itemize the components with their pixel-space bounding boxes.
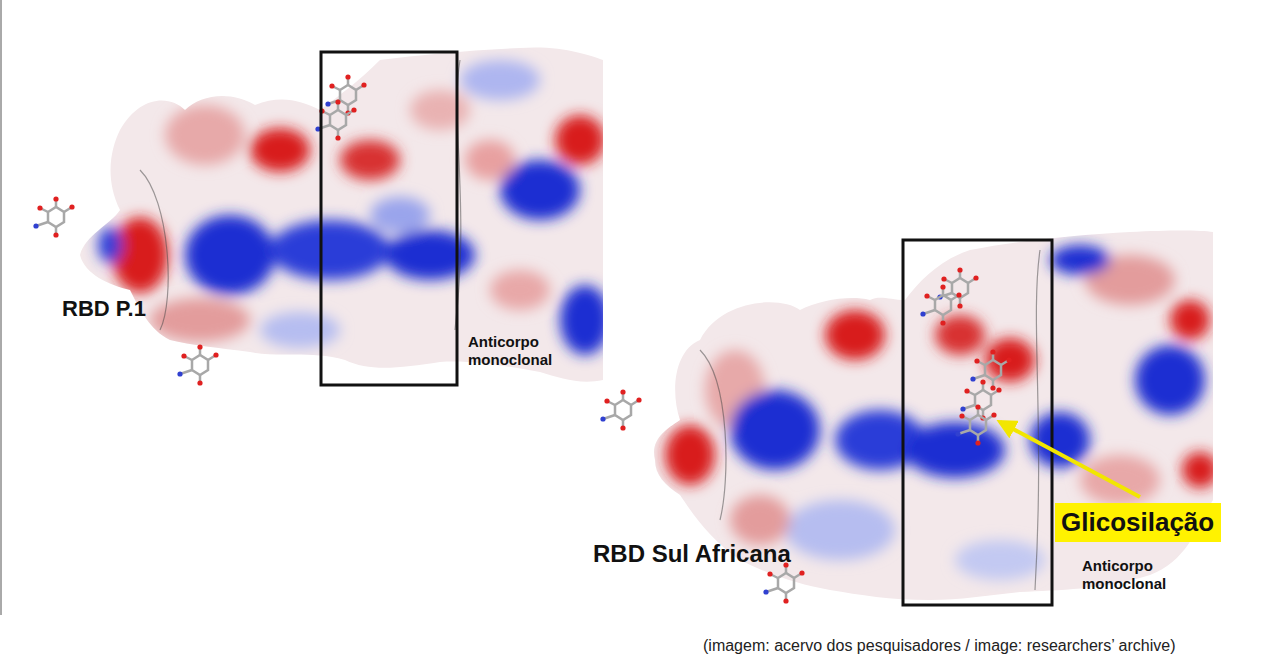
callout-box: Glicosilação <box>1055 503 1221 542</box>
variant-label: RBD Sul Africana <box>593 540 791 569</box>
callout-text: Glicosilação <box>1061 507 1215 538</box>
antibody-label: Anticorpo monoclonal <box>468 333 568 369</box>
antibody-label: Anticorpo monoclonal <box>1082 557 1182 593</box>
variant-label: RBD P.1 <box>62 296 146 322</box>
image-credit: (imagem: acervo dos pesquisadores / imag… <box>703 637 1176 655</box>
